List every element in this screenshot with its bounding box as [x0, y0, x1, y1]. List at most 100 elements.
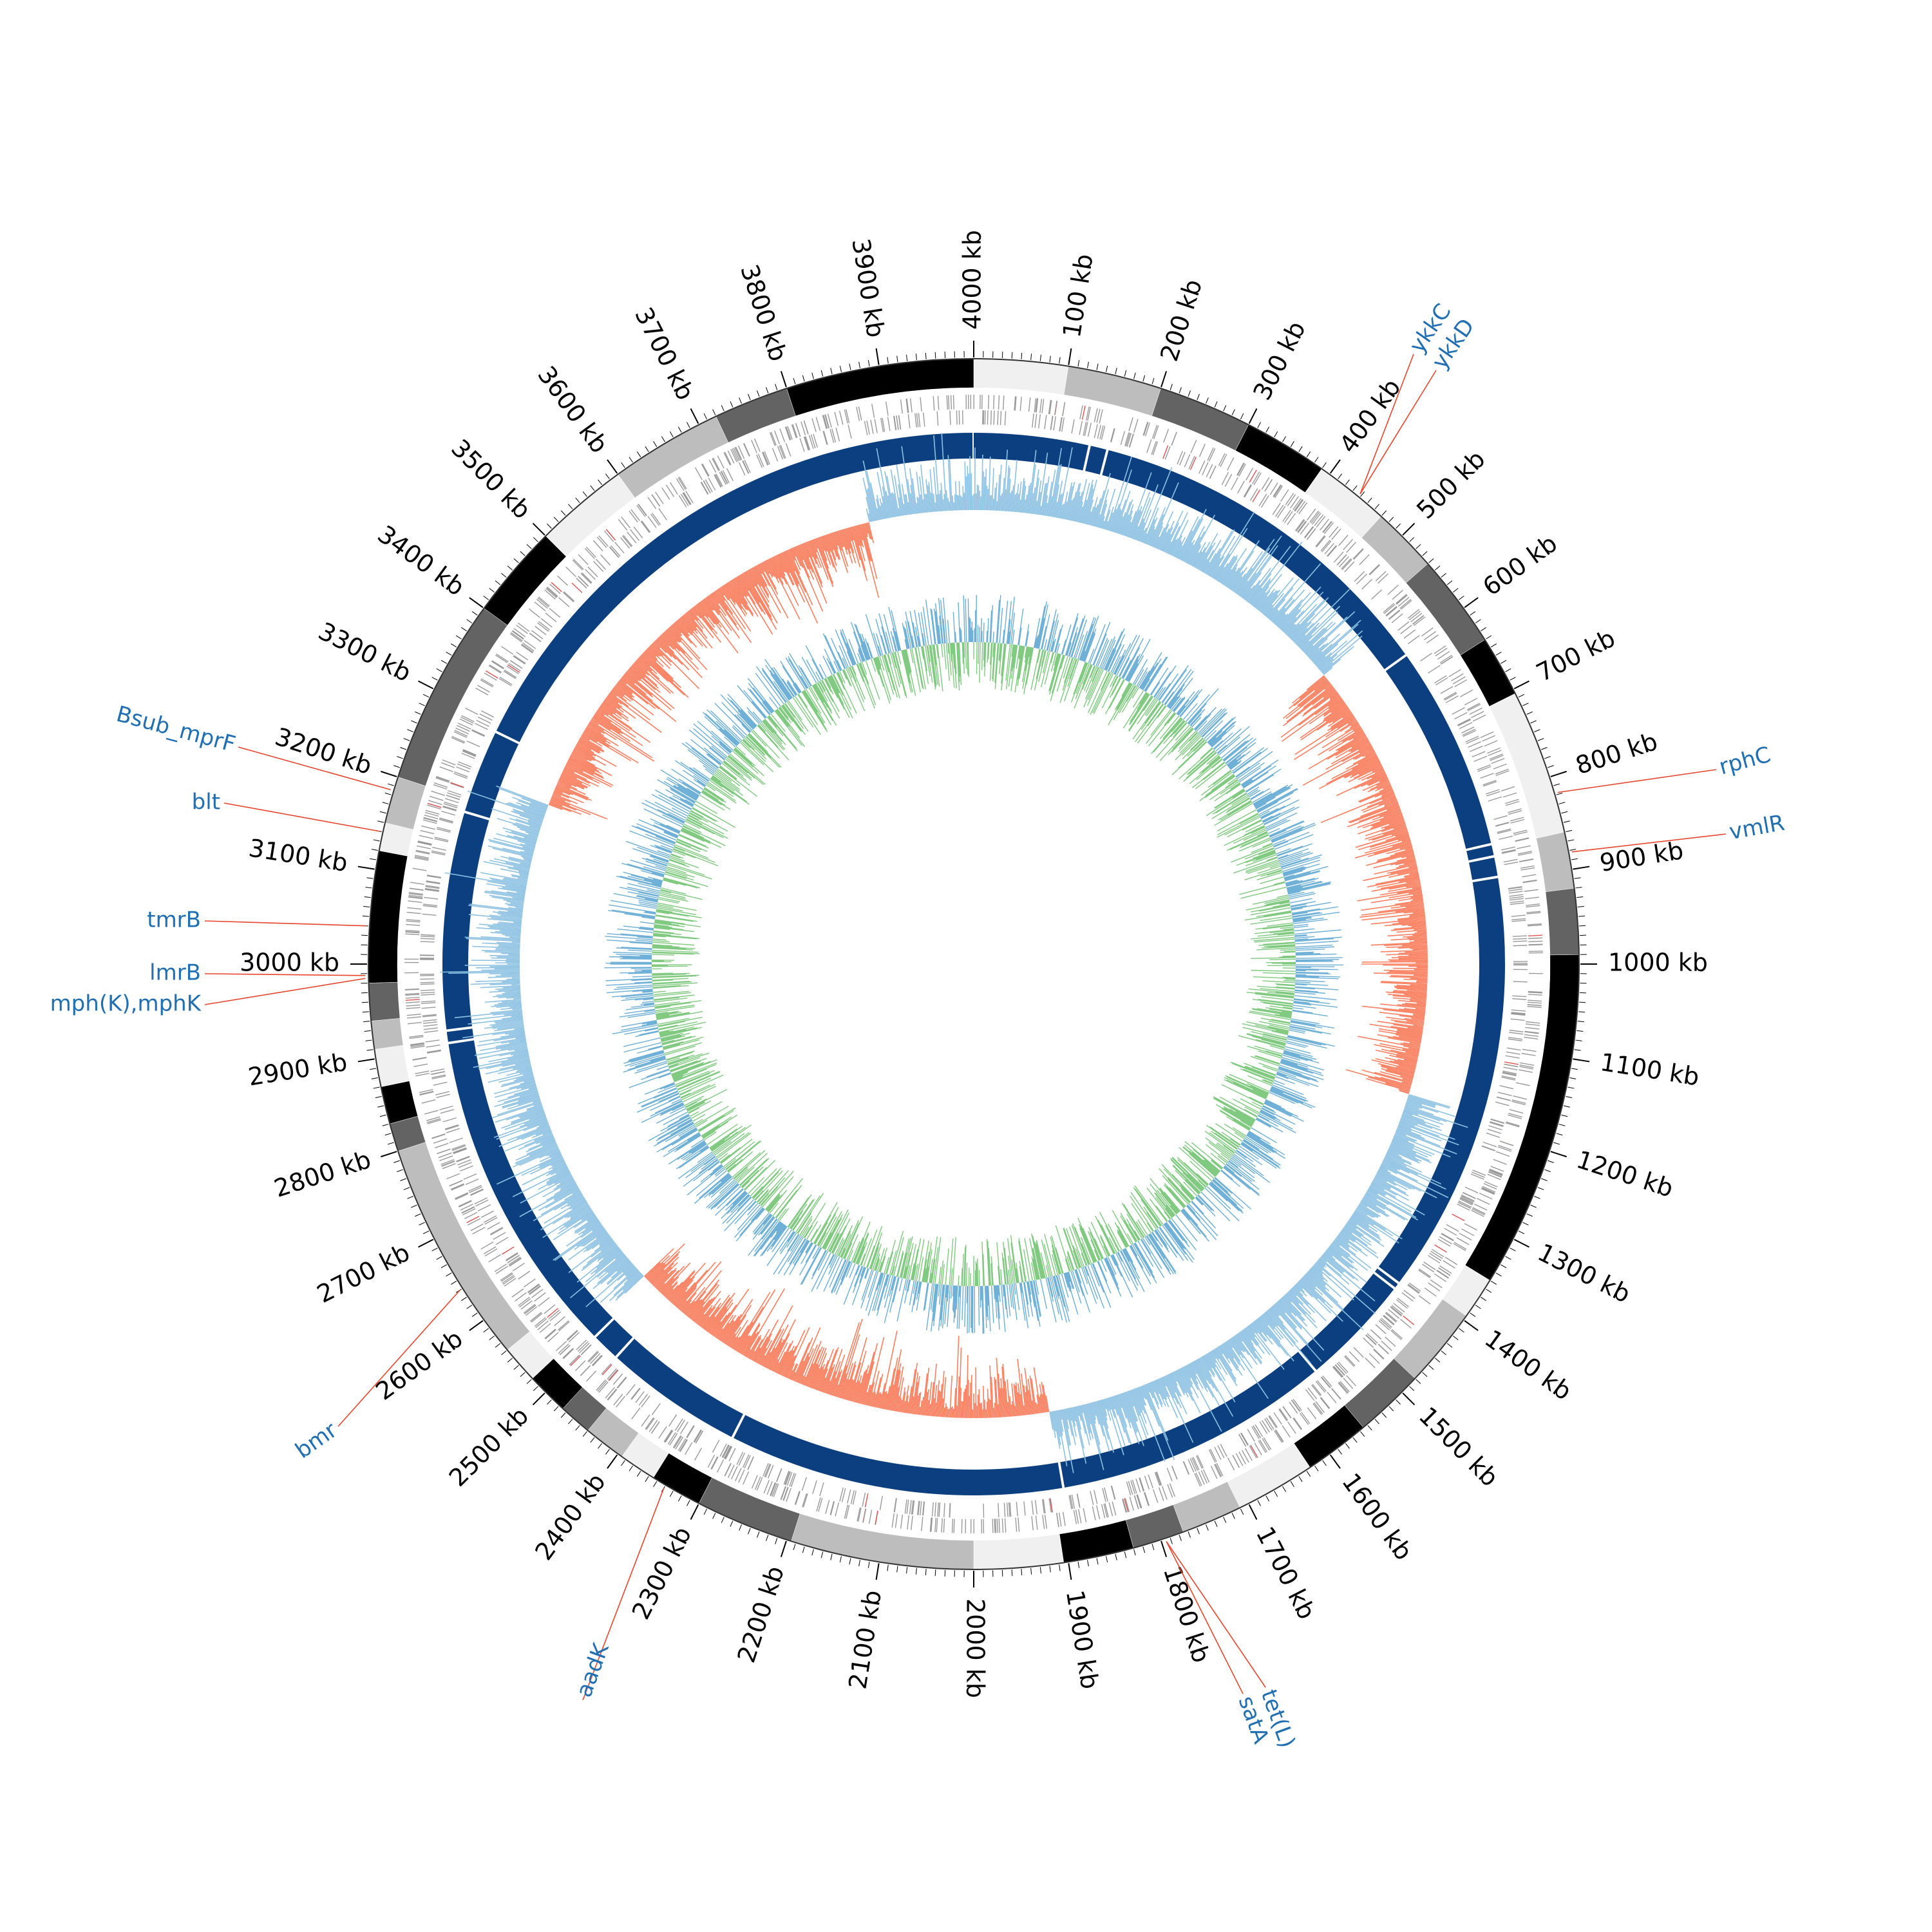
gc-skew-bar: [1103, 1399, 1112, 1421]
feature-mark: [1522, 880, 1537, 884]
gc-skew-bar: [1351, 761, 1381, 777]
gc-skew-bar: [1051, 464, 1062, 517]
gc-skew-bar: [1198, 545, 1213, 570]
feature-mark: [1294, 498, 1303, 511]
gc-skew-bar: [1390, 867, 1418, 875]
gc-skew-bar: [1394, 985, 1428, 989]
feature-mark: [931, 1502, 934, 1517]
gc-skew-bar: [1361, 1199, 1390, 1217]
feature-mark: [641, 1395, 650, 1408]
gc-skew-bar: [1356, 1207, 1374, 1218]
feature-mark: [618, 518, 628, 531]
feature-mark: [1346, 1375, 1357, 1387]
gc-skew-bar: [1080, 499, 1088, 524]
gc-skew-bar: [1023, 499, 1026, 513]
gc-skew-bar: [1279, 1299, 1293, 1314]
gc-skew-bar: [1087, 511, 1092, 525]
gc-skew-bar: [1328, 696, 1341, 707]
gc-skew-bar: [1048, 496, 1053, 516]
gc-skew-bar: [1304, 645, 1314, 654]
gc-content-bar: [1224, 1077, 1267, 1097]
gc-skew-bar: [763, 1328, 784, 1367]
gc-skew-bar: [814, 1363, 826, 1390]
gc-skew-bar: [1367, 770, 1385, 780]
gc-skew-bar: [939, 1384, 943, 1417]
gc-skew-bar: [1309, 699, 1343, 724]
gc-skew-bar: [1039, 1396, 1043, 1414]
feature-mark: [1435, 647, 1448, 657]
feature-mark: [1152, 441, 1159, 455]
feature-mark: [1143, 422, 1149, 436]
feature-mark: [511, 1288, 524, 1298]
feature-mark: [1408, 635, 1420, 645]
feature-mark: [766, 1481, 773, 1495]
gc-skew-bar: [1379, 887, 1422, 896]
gc-skew-bar: [489, 972, 520, 974]
gc-skew-bar: [1361, 796, 1396, 811]
gc-skew-bar: [1377, 1034, 1421, 1043]
gc-skew-bar: [1049, 448, 1062, 517]
feature-mark: [1300, 522, 1309, 535]
gc-skew-bar: [1123, 1392, 1138, 1432]
gc-skew-bar: [1133, 1388, 1144, 1411]
gc-skew-bar: [1392, 1138, 1414, 1148]
gc-skew-bar: [1406, 1099, 1423, 1106]
gc-content-bar: [1188, 709, 1202, 725]
feature-mark: [1489, 1122, 1504, 1127]
feature-mark: [1480, 773, 1494, 779]
feature-mark: [1320, 540, 1331, 551]
feature-mark: [916, 413, 919, 428]
gc-skew-bar: [1318, 1259, 1326, 1266]
feature-mark: [1391, 613, 1403, 623]
gc-skew-bar: [1380, 981, 1428, 985]
feature-mark: [1285, 493, 1294, 506]
gc-skew-bar: [1390, 1060, 1416, 1068]
gc-skew-bar: [920, 1400, 923, 1416]
feature-mark: [672, 1435, 681, 1448]
gc-skew-bar: [1092, 498, 1102, 527]
feature-mark: [595, 558, 606, 570]
feature-mark: [1488, 796, 1502, 802]
gc-skew-bar: [1191, 1361, 1208, 1388]
gc-skew-bar: [1237, 1332, 1257, 1359]
gc-skew-bar: [754, 1319, 779, 1363]
feature-mark: [1459, 722, 1473, 730]
feature-mark: [1311, 1385, 1321, 1397]
gc-content-bar: [1044, 639, 1048, 650]
feature-mark: [1209, 466, 1217, 479]
feature-mark: [694, 467, 703, 480]
feature-mark: [596, 536, 607, 548]
feature-mark: [784, 426, 791, 440]
feature-mark: [562, 592, 574, 603]
feature-mark: [652, 513, 661, 526]
gc-skew-bar: [1397, 1004, 1426, 1009]
gc-skew-bar: [889, 1349, 902, 1410]
gc-skew-bar: [1171, 1372, 1177, 1382]
gc-skew-bar: [1349, 722, 1359, 728]
gc-skew-bar: [779, 1350, 791, 1375]
gc-skew-bar: [1350, 1217, 1381, 1239]
feature-mark: [723, 1445, 731, 1459]
feature-mark: [569, 1354, 580, 1366]
feature-mark: [887, 417, 891, 431]
feature-mark: [504, 1278, 516, 1287]
gc-skew-bar: [1383, 1009, 1425, 1015]
feature-mark: [1506, 1051, 1520, 1055]
feature-mark: [825, 1500, 830, 1514]
feature-mark: [421, 1099, 436, 1104]
gc-skew-bar: [1285, 623, 1295, 634]
feature-mark: [910, 1515, 913, 1530]
gc-skew-bar: [1397, 1125, 1412, 1132]
feature-mark: [846, 409, 850, 424]
feature-mark: [1477, 766, 1492, 772]
feature-mark: [700, 482, 708, 495]
feature-mark: [1388, 609, 1400, 620]
gc-skew-bar: [1358, 762, 1381, 775]
feature-mark: [1073, 1510, 1077, 1524]
feature-mark: [1509, 1029, 1524, 1033]
gc-skew-bar: [1409, 1042, 1421, 1045]
gc-skew-bar: [1300, 640, 1310, 650]
gc-skew-bar: [1305, 1273, 1339, 1303]
feature-mark: [1238, 463, 1246, 477]
feature-mark: [1515, 837, 1530, 842]
